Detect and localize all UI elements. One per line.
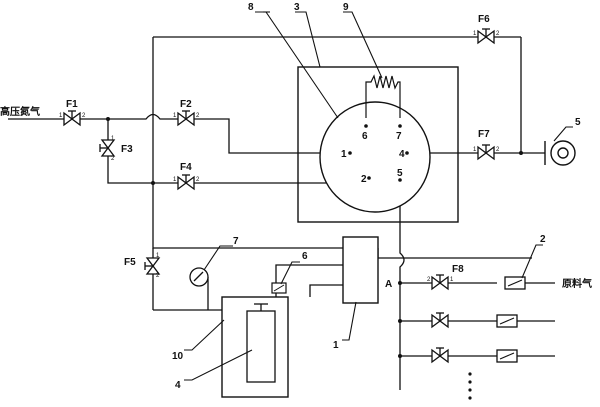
port-label-4: 4	[399, 149, 405, 160]
reaction-chamber	[319, 101, 431, 213]
chamber-ports	[348, 124, 409, 182]
valve-label-f2: F2	[180, 99, 192, 110]
callout-7: 7	[233, 236, 239, 247]
valve-port-mark: 1	[473, 31, 477, 37]
callout-10: 10	[172, 351, 184, 362]
pressure-gauge-icon	[189, 267, 209, 287]
callout-9: 9	[343, 2, 349, 13]
port-label-5: 5	[397, 168, 403, 179]
valve-label-f7: F7	[478, 129, 490, 140]
callout-6: 6	[302, 251, 308, 262]
valve-port-mark: 2	[496, 31, 500, 37]
port-label-6: 6	[362, 131, 368, 142]
valve-port-mark: 2	[156, 273, 160, 279]
valve-port-mark: 1	[111, 136, 115, 142]
valve-port-mark: 1	[173, 113, 177, 119]
cylinder-icon	[246, 303, 276, 383]
callout-2: 2	[540, 234, 546, 245]
callout-3: 3	[294, 2, 300, 13]
valve-port-mark: 2	[427, 277, 431, 283]
valve-label-f4: F4	[180, 162, 192, 173]
callout-4: 4	[175, 380, 181, 391]
callout-5: 5	[575, 117, 581, 128]
port-label-1: 1	[341, 149, 347, 160]
valve-label-f3: F3	[121, 144, 133, 155]
high-pressure-gas-label: 高压氮气	[0, 105, 40, 118]
valve-port-mark: 2	[82, 113, 86, 119]
valve-port-mark: 2	[496, 147, 500, 153]
valve-label-f1: F1	[66, 99, 78, 110]
valve-port-mark: 1	[450, 277, 454, 283]
callout-leaders	[184, 11, 573, 381]
valve-port-marks: 1 2 1 2 1 2 1 2 1 2 1 2 1 2 2 1	[59, 31, 500, 283]
valve-label-f6: F6	[478, 14, 490, 25]
valve-port-mark: 1	[156, 253, 160, 259]
junction-dots	[106, 117, 523, 358]
vacuum-pump-icon	[544, 140, 576, 166]
valve-label-f8: F8	[452, 264, 464, 275]
valve-port-mark: 1	[173, 177, 177, 183]
valve-port-mark: 2	[196, 177, 200, 183]
valve-port-mark: 1	[59, 113, 63, 119]
port-label-7: 7	[396, 131, 402, 142]
heater-coil-icon	[365, 74, 401, 118]
port-label-2: 2	[361, 174, 367, 185]
valve-port-mark: 2	[111, 156, 115, 162]
valve-port-mark: 2	[196, 113, 200, 119]
continuation-dots	[468, 372, 472, 400]
callout-8: 8	[248, 2, 254, 13]
valve-port-mark: 1	[473, 147, 477, 153]
valve-label-f5: F5	[124, 257, 136, 268]
callout-1: 1	[333, 340, 339, 351]
junction-a-label: A	[385, 279, 392, 290]
feed-gas-label: 原料气	[562, 277, 592, 290]
reactor-housing	[297, 66, 459, 223]
control-unit	[342, 236, 379, 304]
